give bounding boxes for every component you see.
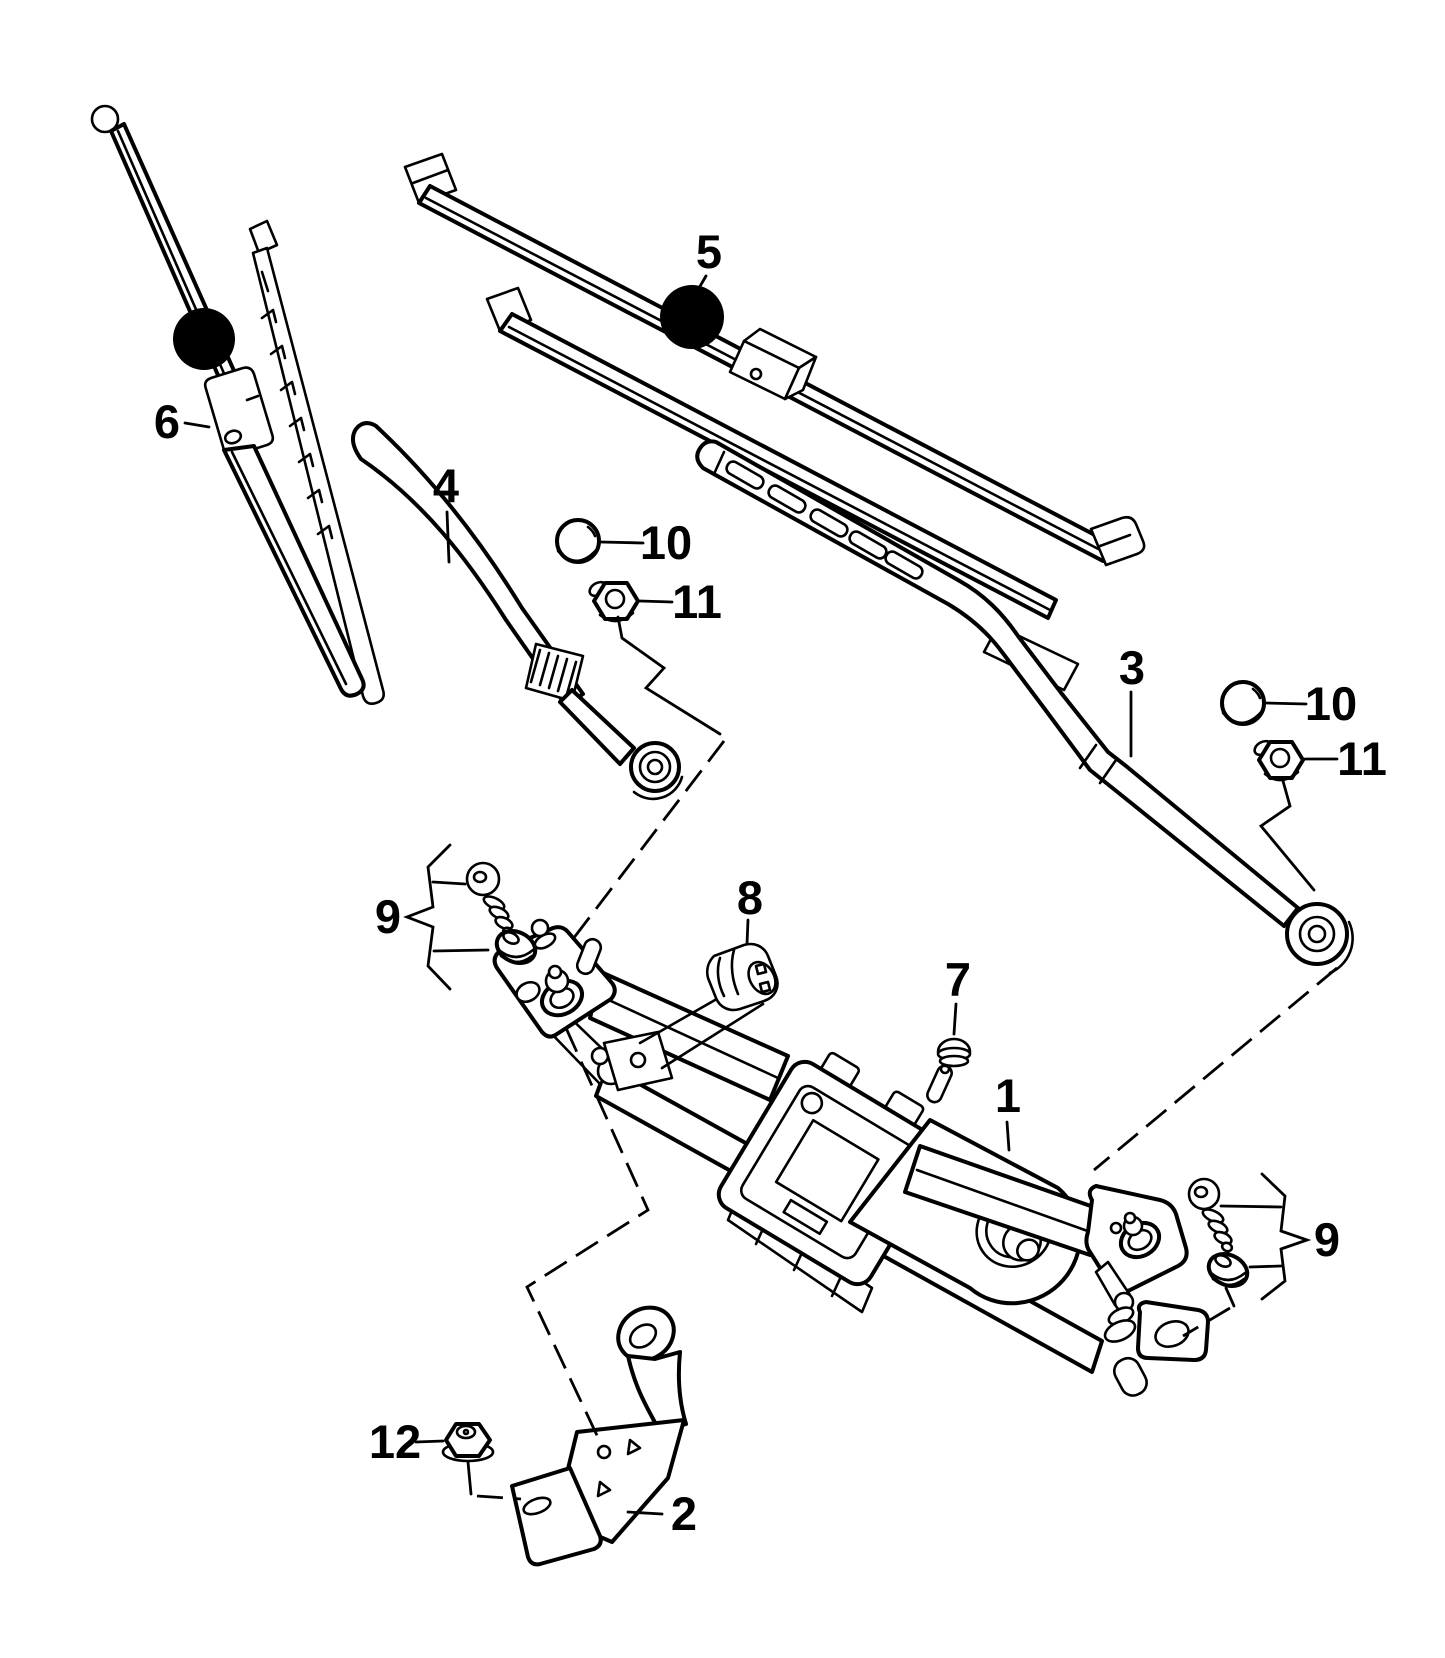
wiper-arm-left — [350, 421, 684, 801]
wiper-blade-left — [90, 104, 385, 705]
callout-10-left-leader — [599, 540, 645, 545]
cap-nut-7 — [936, 1037, 972, 1068]
callout-3-label[interactable]: 3 — [1119, 641, 1145, 694]
bracket-foot — [510, 1466, 603, 1567]
blade-connector — [728, 327, 818, 401]
callout-10-left-label[interactable]: 10 — [640, 516, 692, 569]
callout-12-label[interactable]: 12 — [369, 1415, 421, 1468]
callout-9-left-label[interactable]: 9 — [375, 890, 401, 943]
blade-tip-ball — [90, 104, 120, 134]
mounting-bracket — [510, 1305, 688, 1567]
callout-12-leader — [414, 1439, 445, 1444]
hex-nut-11-right — [1253, 739, 1305, 782]
callout-4-label[interactable]: 4 — [433, 459, 459, 512]
callout-2-leader — [626, 1510, 664, 1516]
callout-2-label[interactable]: 2 — [671, 1487, 697, 1540]
wiper-blade-right — [403, 152, 1146, 620]
insert-top-cap — [248, 219, 279, 255]
callout-11-left-leader — [638, 599, 674, 604]
lower-rail — [498, 312, 1058, 620]
assembly-dash-grommet-right — [1182, 1306, 1231, 1338]
left-pivot-pin — [575, 937, 603, 976]
callout-6-label[interactable]: 6 — [154, 395, 180, 448]
right-pivot-bracket — [1084, 1184, 1189, 1294]
rubber-bushing-8 — [705, 942, 779, 1012]
callout-9-right-bracket — [1219, 1172, 1312, 1301]
cap-10-left — [555, 518, 601, 564]
right-lower-stub — [1113, 1356, 1148, 1397]
callout-11-left-label[interactable]: 11 — [672, 575, 722, 628]
black-dot-marker-right — [660, 285, 724, 349]
callout-5-leader — [697, 274, 708, 290]
leader-zigzag-right — [1258, 779, 1316, 892]
grommet-9-right — [1206, 1251, 1250, 1289]
assembly-dash-nut12 — [476, 1494, 522, 1501]
callout-8-leader — [745, 918, 750, 946]
cover-window — [774, 1118, 880, 1223]
bolt-9-left — [465, 861, 515, 938]
wiper-arm-right — [695, 439, 1354, 975]
callout-6-leader — [183, 421, 211, 429]
leader-zigzag-left — [616, 615, 722, 736]
flange-nut-12 — [441, 1422, 495, 1463]
assembly-dash-bracket — [525, 1027, 650, 1447]
grommet-9-left — [494, 928, 538, 966]
bracket-arm — [626, 1350, 688, 1434]
bracket-slot — [522, 1496, 552, 1516]
callout-1-leader — [1005, 1120, 1011, 1152]
callout-5-label[interactable]: 5 — [696, 225, 722, 278]
bushing-mount-tab — [602, 1030, 674, 1092]
blade-holder-clip — [203, 366, 275, 458]
callout-11-right-label[interactable]: 11 — [1337, 732, 1387, 785]
callout-1-label[interactable]: 1 — [995, 1069, 1021, 1122]
upper-rail-endcap-right — [1089, 515, 1146, 567]
wiper-motor-linkage — [492, 740, 1210, 1397]
callout-4-leader — [445, 510, 451, 564]
callout-9-right-label[interactable]: 9 — [1314, 1213, 1340, 1266]
callout-7-label[interactable]: 7 — [945, 953, 971, 1006]
assembly-dash-right-pivot — [1093, 966, 1338, 1172]
arm-right-body — [695, 439, 1300, 928]
cap-10-right — [1220, 680, 1266, 726]
bracket-hole — [596, 1444, 612, 1460]
callout-7-leader — [952, 1002, 958, 1036]
callout-9-left-bracket — [403, 843, 490, 991]
bolt-9-right — [1187, 1177, 1234, 1253]
hex-nut-11-left — [588, 580, 640, 623]
callout-10-right-leader — [1264, 701, 1308, 706]
black-dot-marker-left — [173, 308, 235, 370]
insert-strip — [251, 246, 385, 705]
callout-8-label[interactable]: 8 — [737, 871, 763, 924]
assembly-dash-left-pivot — [539, 740, 726, 982]
callout-10-right-label[interactable]: 10 — [1305, 677, 1357, 730]
